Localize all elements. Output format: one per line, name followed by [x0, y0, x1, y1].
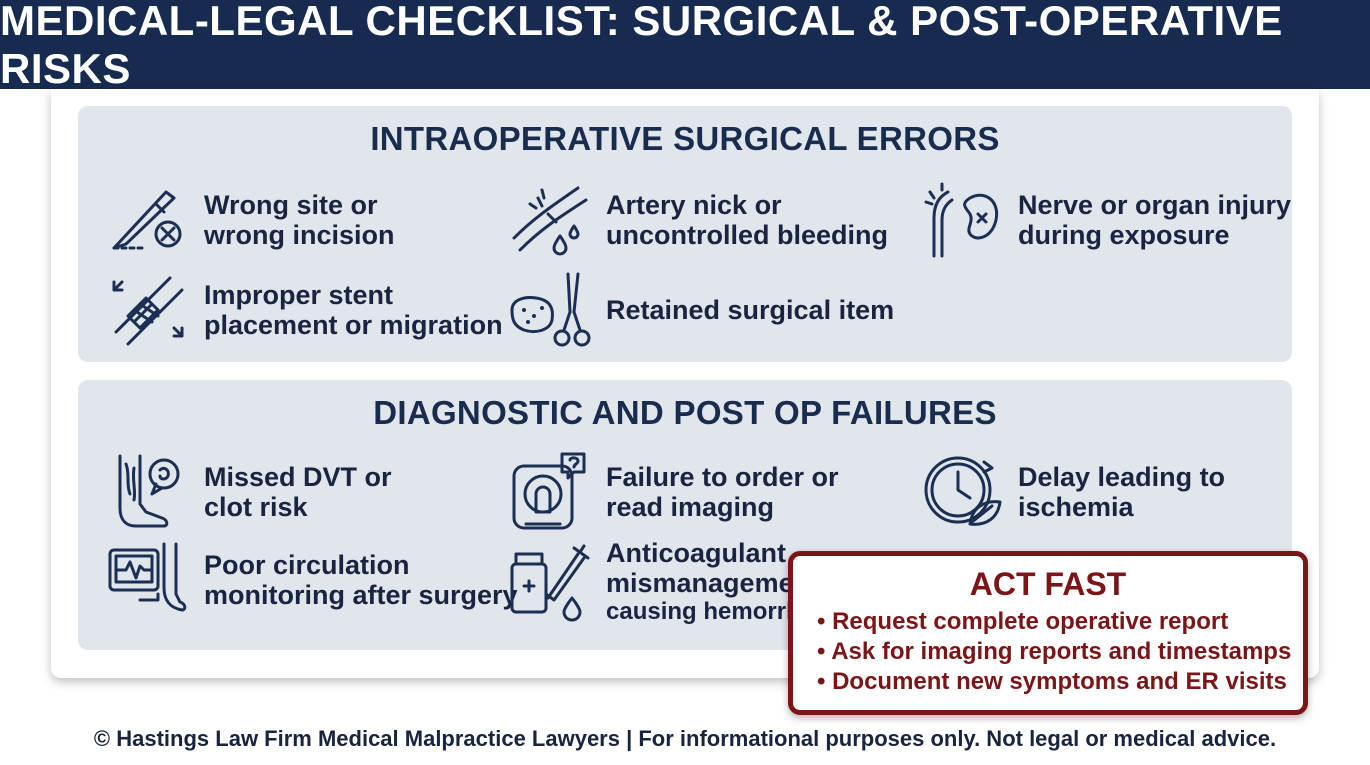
item-label: Failure to order or read imaging	[606, 462, 839, 522]
callout-list: Request complete operative report Ask fo…	[817, 607, 1303, 697]
intraoperative-panel: INTRAOPERATIVE SURGICAL ERRORS Wrong sit…	[78, 106, 1292, 362]
item-label: Poor circulation monitoring after surger…	[204, 550, 518, 610]
checklist-item: Wrong site or wrong incision	[106, 178, 395, 262]
leg-clot-icon	[106, 450, 190, 534]
item-label: Artery nick or uncontrolled bleeding	[606, 190, 888, 250]
postop-title: DIAGNOSTIC AND POST OP FAILURES	[373, 394, 997, 431]
sponge-clamp-icon	[508, 268, 592, 352]
item-label: Improper stent placement or migration	[204, 280, 503, 340]
stent-icon	[106, 268, 190, 352]
checklist-item: Poor circulation monitoring after surger…	[106, 538, 518, 622]
intraoperative-title: INTRAOPERATIVE SURGICAL ERRORS	[370, 120, 1000, 157]
callout-title: ACT FAST	[969, 566, 1127, 602]
item-label: Anticoagulant mismanagement	[606, 538, 820, 598]
checklist-item: Artery nick or uncontrolled bleeding	[508, 178, 888, 262]
postop-panel: DIAGNOSTIC AND POST OP FAILURES Missed D…	[78, 380, 1292, 650]
checklist-item: Retained surgical item	[508, 268, 894, 352]
callout-item: Request complete operative report	[817, 607, 1303, 637]
checklist-item: Improper stent placement or migration	[106, 268, 503, 352]
item-label: Delay leading to ischemia	[1018, 462, 1226, 522]
item-label: Wrong site or wrong incision	[204, 190, 395, 250]
footer-disclaimer: © Hastings Law Firm Medical Malpractice …	[93, 726, 1277, 751]
item-label: Nerve or organ injury during exposure	[1018, 190, 1292, 250]
scalpel-x-icon	[106, 178, 190, 262]
mri-scanner-icon	[508, 450, 592, 534]
callout-item: Ask for imaging reports and timestamps	[817, 637, 1303, 667]
act-fast-callout: ACT FAST Request complete operative repo…	[788, 551, 1308, 715]
page-title: MEDICAL-LEGAL CHECKLIST: SURGICAL & POST…	[0, 0, 1283, 92]
monitor-foot-icon	[106, 538, 190, 622]
checklist-item: Delay leading to ischemia	[920, 450, 1225, 534]
checklist-item: Nerve or organ injury during exposure	[920, 178, 1291, 262]
checklist-item: Missed DVT or clot risk	[106, 450, 392, 534]
checklist-item: Failure to order or read imaging	[508, 450, 839, 534]
item-label: Retained surgical item	[606, 295, 895, 325]
nerve-kidney-icon	[920, 178, 1004, 262]
clock-leaf-icon	[920, 450, 1004, 534]
pill-syringe-icon	[508, 540, 592, 624]
callout-item: Document new symptoms and ER visits	[817, 667, 1303, 697]
checklist-item: Anticoagulant mismanagement causing hemo…	[508, 538, 842, 626]
artery-bleeding-icon	[508, 178, 592, 262]
header-bar: MEDICAL-LEGAL CHECKLIST: SURGICAL & POST…	[0, 0, 1370, 92]
item-label: Missed DVT or clot risk	[204, 462, 392, 522]
